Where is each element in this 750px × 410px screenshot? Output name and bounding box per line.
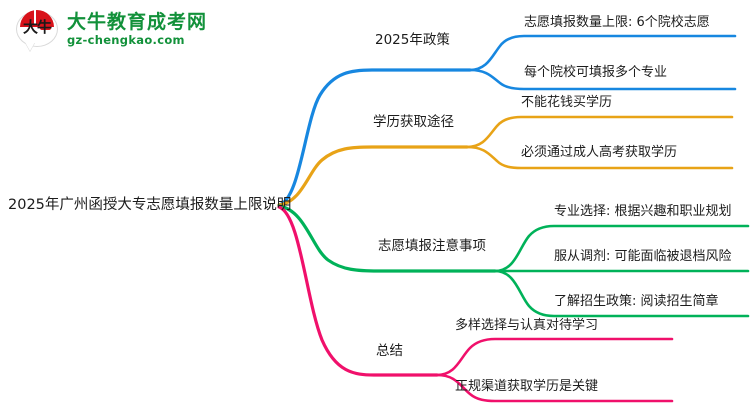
mindmap-leaf-node-1-2[interactable]: 每个院校可填报多个专业 bbox=[524, 65, 668, 80]
mindmap-leaf-node-2-1[interactable]: 不能花钱买学历 bbox=[521, 95, 613, 110]
mindmap-root-node[interactable]: 2025年广州函授大专志愿填报数量上限说明 bbox=[8, 197, 292, 213]
mindmap-leaf-node-1-1[interactable]: 志愿填报数量上限: 6个院校志愿 bbox=[524, 15, 710, 30]
mindmap-branch-node-2[interactable]: 学历获取途径 bbox=[373, 114, 454, 130]
mindmap-branch-node-1[interactable]: 2025年政策 bbox=[375, 32, 450, 48]
red-seal-icon bbox=[40, 19, 51, 30]
logo-title: 大牛教育成考网 bbox=[67, 10, 208, 33]
branch-connector-orange bbox=[277, 115, 734, 207]
mindmap-leaf-node-3-3[interactable]: 了解招生政策: 阅读招生简章 bbox=[554, 294, 719, 309]
logo-text-block: 大牛教育成考网 gz-chengkao.com bbox=[67, 10, 208, 47]
mindmap-branch-node-3[interactable]: 志愿填报注意事项 bbox=[378, 238, 486, 254]
branch-connector-green bbox=[277, 204, 750, 318]
mindmap-branch-node-4[interactable]: 总结 bbox=[376, 343, 403, 359]
branch-connector-pink bbox=[277, 205, 674, 403]
mindmap-leaf-node-4-2[interactable]: 正规渠道获取学历是关键 bbox=[455, 379, 599, 394]
mindmap-leaf-node-3-2[interactable]: 服从调剂: 可能面临被退档风险 bbox=[554, 249, 732, 264]
mindmap-leaf-node-3-1[interactable]: 专业选择: 根据兴趣和职业规划 bbox=[554, 204, 732, 219]
mindmap-leaf-node-4-1[interactable]: 多样选择与认真对待学习 bbox=[455, 318, 599, 333]
site-logo: 大牛 大牛教育成考网 gz-chengkao.com bbox=[14, 6, 207, 52]
branch-connector-blue bbox=[277, 34, 737, 207]
logo-url: gz-chengkao.com bbox=[67, 32, 185, 47]
logo-mark-label: 大牛 bbox=[22, 18, 52, 36]
logo-mark-icon: 大牛 bbox=[14, 6, 60, 52]
dome-slit-icon bbox=[34, 10, 36, 25]
mindmap-leaf-node-2-2[interactable]: 必须通过成人高考获取学历 bbox=[521, 145, 678, 160]
speech-bubble-tail-icon bbox=[25, 42, 35, 51]
